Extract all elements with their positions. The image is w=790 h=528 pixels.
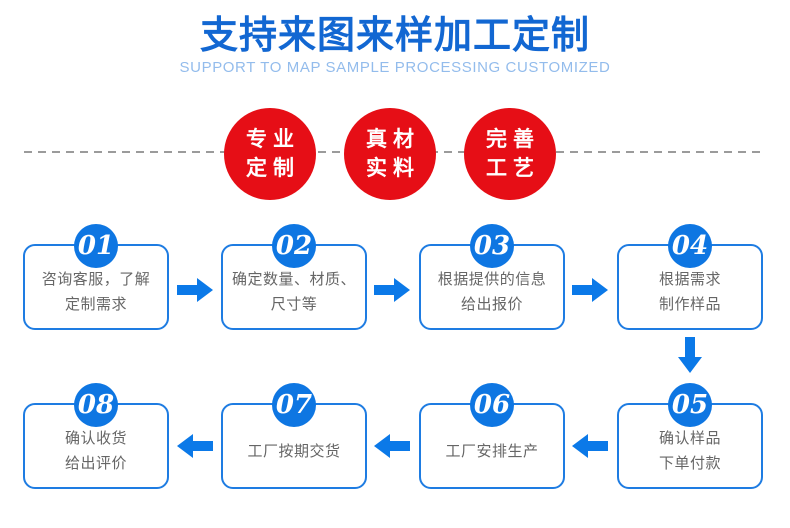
step-box-04: 04 根据需求 制作样品 [617,224,763,330]
step-text: 确认收货 [64,430,127,447]
step-text: 根据提供的信息 [437,271,547,288]
step-text: 下单付款 [658,455,721,472]
step-box-03: 03 根据提供的信息 给出报价 [419,224,565,330]
badge-text: 真材 [366,128,420,151]
step-box-06: 06 工厂安排生产 [419,383,565,489]
step-text: 工厂按期交货 [247,442,341,460]
step-text: 咨询客服，了解 [41,271,151,288]
step-text: 制作样品 [658,296,721,313]
page-subtitle: SUPPORT TO MAP SAMPLE PROCESSING CUSTOMI… [179,59,611,76]
step-number-badge: 08 [74,383,118,427]
step-text: 尺寸等 [270,296,318,313]
step-text: 根据需求 [658,271,721,288]
step-number-badge: 01 [74,224,118,268]
step-box-07: 07 工厂按期交货 [221,383,367,489]
arrow-right-icon [177,276,213,304]
arrow-left-icon [177,432,213,460]
step-text: 给出报价 [460,296,523,313]
badge-text: 定制 [246,157,300,180]
feature-badge-professional: 专业 定制 [224,108,316,200]
step-number-badge: 05 [668,383,712,427]
step-text: 工厂安排生产 [445,442,539,460]
step-box-02: 02 确定数量、材质、 尺寸等 [221,224,367,330]
badge-text: 专业 [246,128,300,151]
arrow-right-icon [374,276,410,304]
step-number-badge: 07 [272,383,316,427]
step-text: 给出评价 [64,455,127,472]
step-number-badge: 06 [470,383,514,427]
feature-badge-materials: 真材 实料 [344,108,436,200]
page-title: 支持来图来样加工定制 [199,15,590,57]
step-box-05: 05 确认样品 下单付款 [617,383,763,489]
feature-badge-craft: 完善 工艺 [464,108,556,200]
badge-text: 工艺 [486,157,540,180]
step-text: 确认样品 [658,430,721,447]
arrow-down-icon [676,337,704,373]
step-box-08: 08 确认收货 给出评价 [23,383,169,489]
step-number-badge: 04 [668,224,712,268]
step-text: 定制需求 [64,296,127,313]
step-text: 确定数量、材质、 [231,271,356,288]
badge-text: 实料 [366,157,420,180]
arrow-left-icon [374,432,410,460]
step-number-badge: 03 [470,224,514,268]
badge-text: 完善 [486,128,540,151]
arrow-right-icon [572,276,608,304]
step-number-badge: 02 [272,224,316,268]
arrow-left-icon [572,432,608,460]
step-box-01: 01 咨询客服，了解 定制需求 [23,224,169,330]
